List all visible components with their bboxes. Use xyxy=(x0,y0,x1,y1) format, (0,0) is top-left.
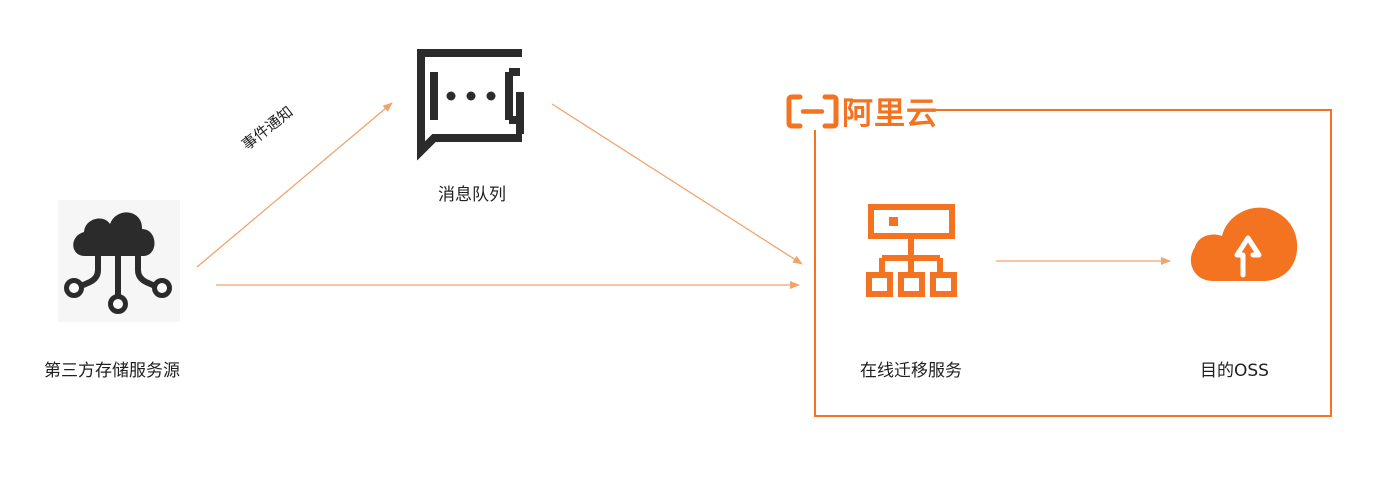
node-label-migration: 在线迁移服务 xyxy=(860,361,962,381)
cloud-network-icon xyxy=(58,200,180,322)
node-label-source: 第三方存储服务源 xyxy=(44,361,180,381)
hierarchy-icon xyxy=(866,204,957,297)
aliyun-boundary xyxy=(814,109,1332,417)
arrow-source-to-queue xyxy=(196,102,393,268)
node-label-queue: 消息队列 xyxy=(438,185,506,205)
aliyun-logo-text: 阿里云 xyxy=(842,96,938,132)
aliyun-logo-mark xyxy=(786,94,839,129)
chat-bubble-icon xyxy=(417,49,524,161)
cloud-upload-icon xyxy=(1190,207,1298,281)
arrow-queue-to-migration xyxy=(551,103,803,265)
node-label-oss: 目的OSS xyxy=(1200,361,1269,381)
